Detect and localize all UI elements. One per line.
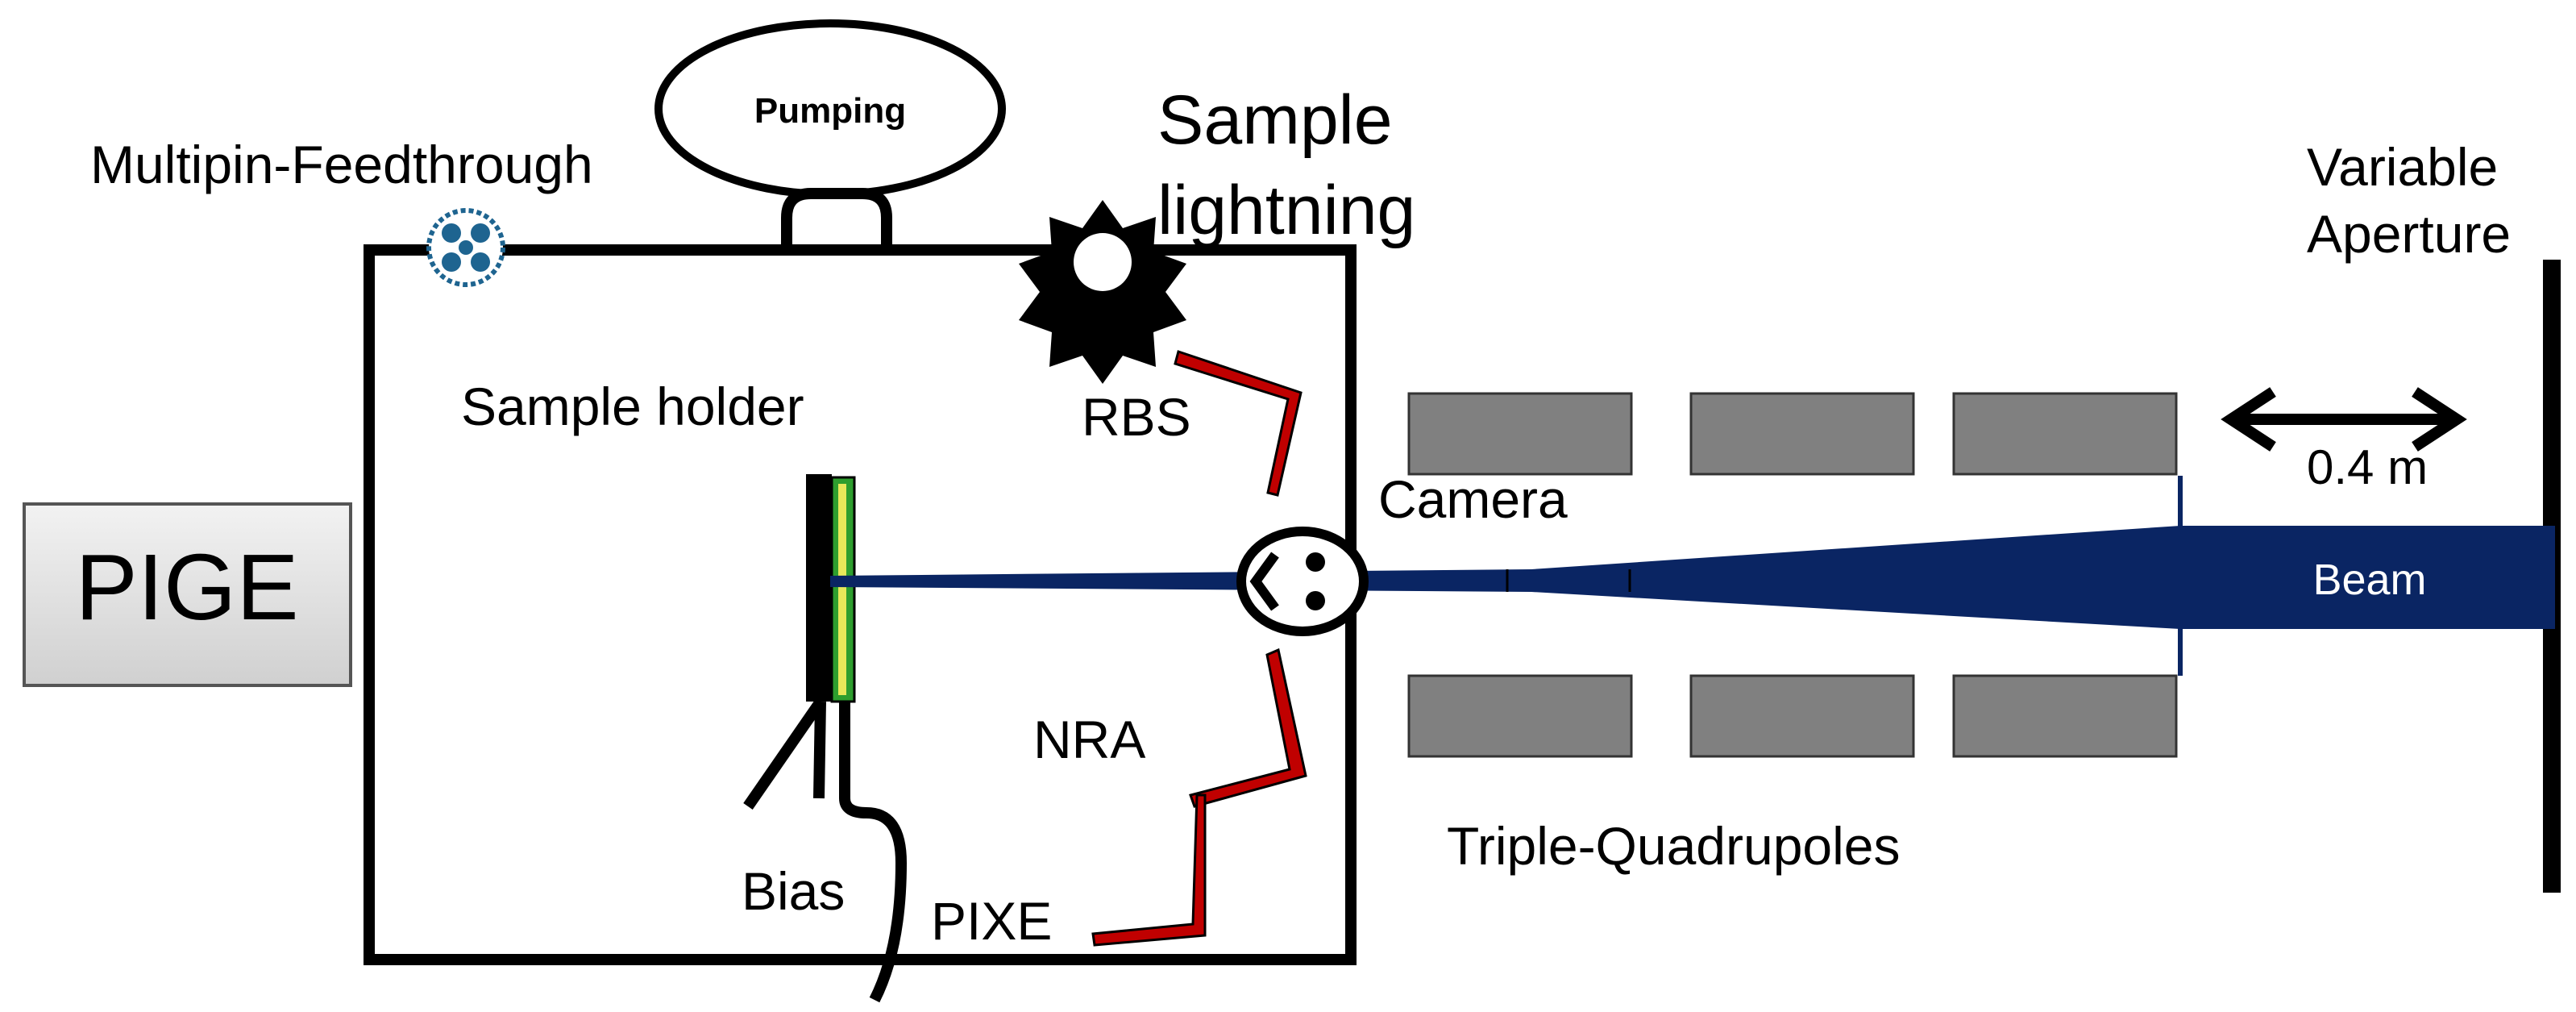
quadrupole-top-2: [1689, 392, 1915, 476]
beam-label: Beam: [2312, 556, 2426, 604]
camera-label: Camera: [1378, 469, 1568, 529]
distance-label: 0.4 m: [2307, 440, 2428, 494]
sample-holder-label: Sample holder: [461, 377, 804, 436]
ion-beam: [830, 476, 2555, 676]
quadrupole-bottom-2: [1689, 674, 1915, 758]
variable-aperture-label-line1: Variable: [2307, 137, 2498, 197]
distance-arrow: [2221, 387, 2467, 452]
rbs-label: RBS: [1082, 387, 1191, 447]
light-source-icon: [1019, 200, 1186, 384]
nra-label: NRA: [1033, 710, 1145, 769]
multipin-feedthrough-icon: [426, 208, 505, 287]
nra-detector: [1189, 648, 1307, 808]
quadrupole-top-3: [1952, 392, 2178, 476]
pige-detector: [23, 502, 352, 687]
pixe-label: PIXE: [931, 891, 1052, 951]
triple-quadrupoles-label: Triple-Quadrupoles: [1447, 816, 1900, 876]
pumping-port: Pumping: [654, 19, 1006, 250]
rbs-detector: [1174, 350, 1303, 497]
sample-holder: [743, 474, 908, 1003]
variable-aperture-label-line2: Aperture: [2307, 204, 2511, 264]
bias-label: Bias: [742, 861, 845, 921]
sample-lightning-label-line2: lightning: [1157, 172, 1415, 249]
quadrupole-top-1: [1407, 392, 1633, 476]
quadrupole-bottom-1: [1407, 674, 1633, 758]
pixe-detector: [1091, 793, 1207, 947]
pige-label: PIGE: [75, 535, 298, 639]
quadrupole-magnets: [1407, 392, 2178, 758]
pumping-label: Pumping: [754, 91, 906, 131]
sample-lightning-label-line1: Sample: [1157, 81, 1393, 159]
camera-icon: [1236, 527, 1369, 636]
multipin-feedthrough-label: Multipin-Feedthrough: [90, 135, 593, 194]
quadrupole-bottom-3: [1952, 674, 2178, 758]
